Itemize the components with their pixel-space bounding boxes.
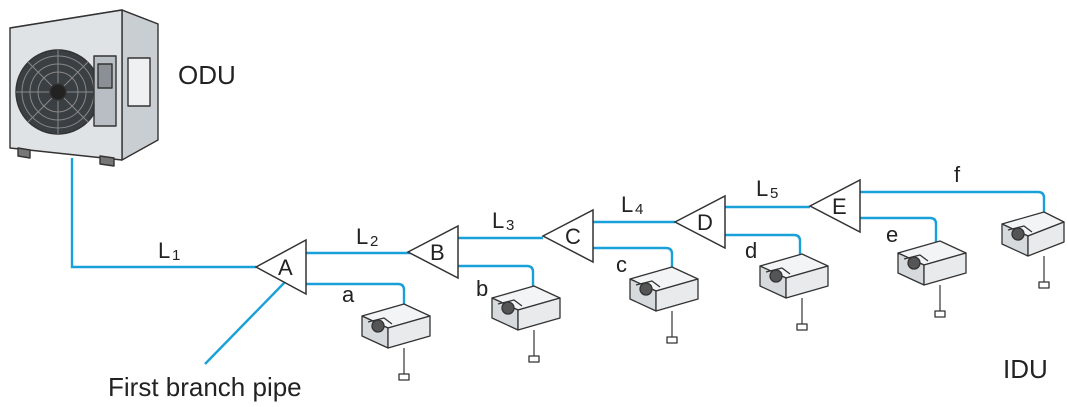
pipe-label-l2: L 2 (356, 224, 378, 250)
joint-e-shape (808, 178, 861, 234)
pipe-label-b: b (476, 276, 488, 301)
pipe-label-e: e (886, 222, 898, 247)
idu-label: IDU (1003, 354, 1048, 384)
idu-c (629, 266, 699, 344)
svg-text:4: 4 (635, 201, 643, 218)
pipe-odu-vertical (70, 158, 256, 269)
svg-text:2: 2 (370, 233, 378, 250)
pipe-label-f: f (954, 162, 961, 187)
joint-a-label: A (278, 255, 293, 280)
svg-text:5: 5 (770, 185, 778, 202)
pipe-label-l4: L 4 (621, 192, 643, 218)
svg-text:3: 3 (506, 217, 514, 234)
svg-text:L: L (756, 176, 768, 201)
idu-d (759, 253, 829, 331)
pipe-d (725, 233, 802, 255)
indoor-units (361, 211, 1065, 381)
branch-joints (254, 178, 861, 296)
joint-c-shape (541, 208, 594, 264)
svg-text:1: 1 (172, 247, 180, 264)
pipe-label-l5: L 5 (756, 176, 778, 202)
joint-e-label: E (832, 194, 847, 219)
odu-label: ODU (178, 60, 236, 90)
svg-text:L: L (492, 208, 504, 233)
pipe-c (593, 246, 674, 268)
joint-d-label: D (697, 210, 713, 235)
idu-a (361, 303, 431, 381)
svg-text:L: L (356, 224, 368, 249)
joint-d-shape (673, 194, 726, 250)
pipe-first-branch-leader (204, 280, 287, 365)
pipe-e (860, 216, 938, 242)
pipe-label-l1: L 1 (158, 238, 180, 264)
pipe-label-d: d (745, 238, 757, 263)
pipe-network (70, 158, 1046, 365)
pipe-label-c: c (616, 252, 627, 277)
joint-c-label: C (565, 224, 581, 249)
fan-icon (15, 49, 101, 135)
outdoor-unit (9, 9, 159, 167)
idu-f (1001, 211, 1065, 289)
idu-b (491, 285, 561, 363)
pipe-label-l3: L 3 (492, 208, 514, 234)
first-branch-label: First branch pipe (108, 372, 302, 402)
pipe-a (306, 282, 406, 306)
pipe-f (860, 190, 1046, 214)
pipe-b (458, 264, 535, 287)
joint-b-label: B (430, 240, 445, 265)
idu-e (897, 240, 967, 318)
joint-a-shape (254, 238, 307, 296)
pipe-label-a: a (342, 282, 355, 307)
svg-text:L: L (621, 192, 633, 217)
joint-b-shape (406, 224, 459, 280)
svg-text:L: L (158, 238, 170, 263)
